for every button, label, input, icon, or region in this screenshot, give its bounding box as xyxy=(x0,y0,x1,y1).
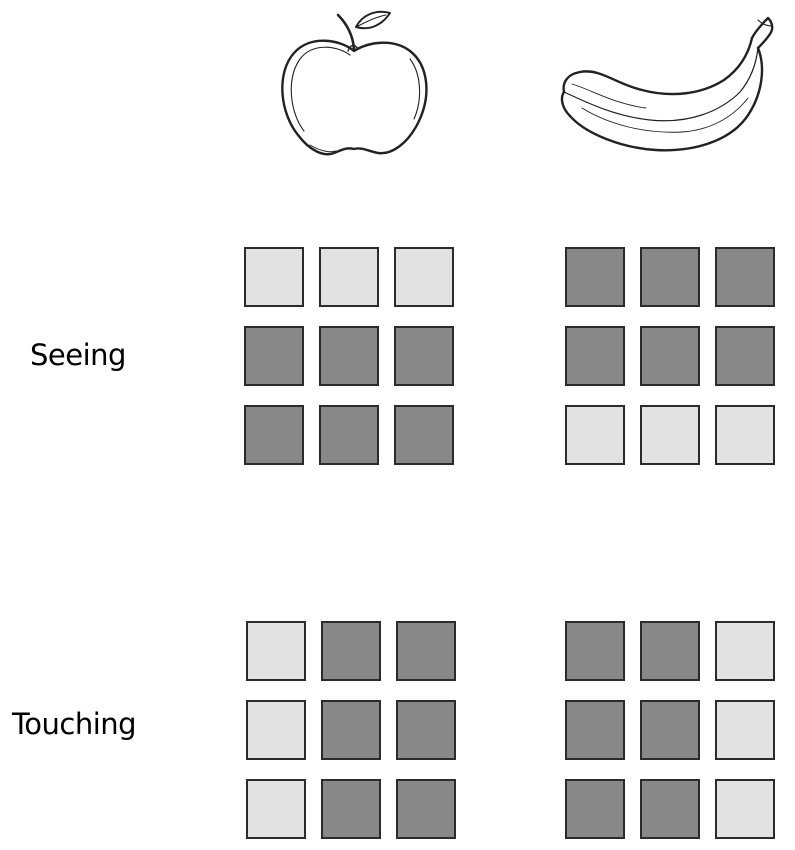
grid-cell-dark xyxy=(565,621,625,681)
grid-cell-dark xyxy=(319,326,379,386)
grid-cell-dark xyxy=(565,700,625,760)
grid-cell-dark xyxy=(321,779,381,839)
grid-cell-light xyxy=(394,247,454,307)
grid-cell-dark xyxy=(319,405,379,465)
grid-cell-light xyxy=(640,405,700,465)
grid-cell-dark xyxy=(244,326,304,386)
grid-cell-light xyxy=(246,621,306,681)
grid-cell-light xyxy=(246,700,306,760)
grid-cell-dark xyxy=(321,621,381,681)
grid-cell-dark xyxy=(394,326,454,386)
grid-cell-dark xyxy=(565,247,625,307)
grid-cell-dark xyxy=(640,247,700,307)
seeing-label: Seeing xyxy=(30,338,126,372)
grid-cell-light xyxy=(319,247,379,307)
grid-cell-light xyxy=(715,621,775,681)
grid-cell-dark xyxy=(640,700,700,760)
banana-icon xyxy=(560,16,774,152)
touching-label: Touching xyxy=(12,707,137,741)
grid-cell-light xyxy=(715,405,775,465)
grid-cell-light xyxy=(244,247,304,307)
grid-cell-dark xyxy=(396,779,456,839)
grid-cell-dark xyxy=(394,405,454,465)
grid-cell-dark xyxy=(244,405,304,465)
apple-icon xyxy=(281,10,428,156)
grid-cell-dark xyxy=(715,326,775,386)
grid-cell-dark xyxy=(321,700,381,760)
grid-cell-dark xyxy=(640,326,700,386)
grid-cell-dark xyxy=(640,779,700,839)
grid-cell-light xyxy=(715,700,775,760)
grid-cell-dark xyxy=(715,247,775,307)
grid-cell-light xyxy=(246,779,306,839)
grid-cell-dark xyxy=(640,621,700,681)
grid-cell-dark xyxy=(396,621,456,681)
grid-cell-light xyxy=(715,779,775,839)
grid-cell-light xyxy=(565,405,625,465)
grid-cell-dark xyxy=(565,326,625,386)
grid-cell-dark xyxy=(396,700,456,760)
grid-cell-dark xyxy=(565,779,625,839)
